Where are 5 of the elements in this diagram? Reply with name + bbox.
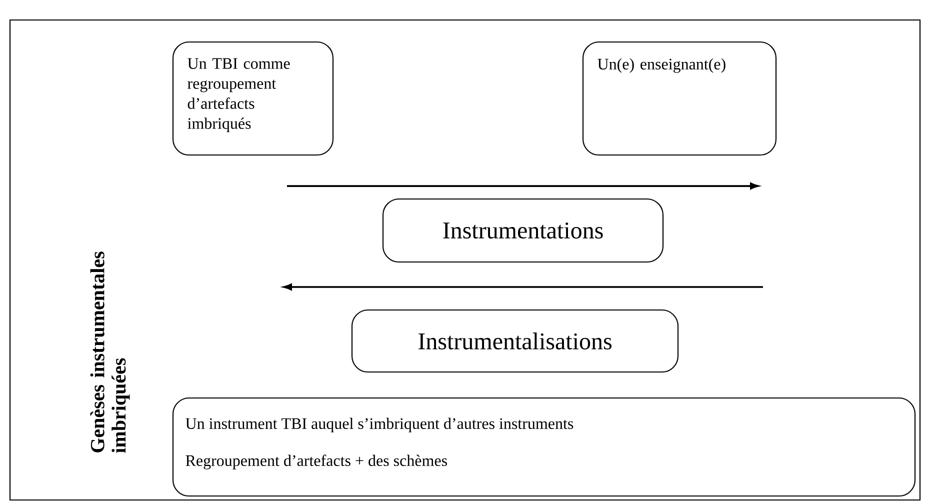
rounded-box: Un instrument TBI auquel s’imbriquent d’autres instruments Regroupement d’artefacts + des schèmes	[172, 397, 916, 497]
rounded-box: Instrumentalisations	[351, 309, 679, 373]
rounded-box: Un(e) enseignant(e)	[582, 41, 777, 156]
rounded-box: Instrumentations	[382, 198, 664, 263]
rounded-box: Un TBI comme regroupement d’artefacts imbriqués	[172, 41, 334, 156]
